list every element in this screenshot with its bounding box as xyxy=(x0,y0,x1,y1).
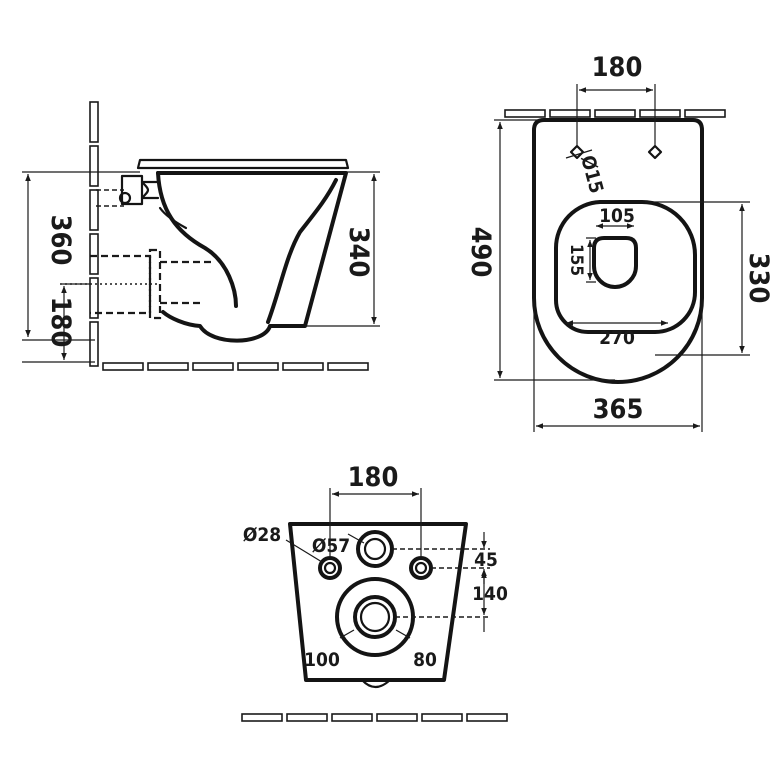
dim-fixing-centers: 180 xyxy=(592,52,643,83)
top-wall-section xyxy=(504,109,726,118)
dim-outlet-offset: 140 xyxy=(472,583,508,605)
bowl-plan-outline xyxy=(532,118,704,384)
inlet-fitting xyxy=(118,174,160,206)
dim-fixing-hole: Ø15 xyxy=(576,153,607,196)
dim-bowl-height: 340 xyxy=(343,227,374,278)
inlet-opening xyxy=(347,530,394,568)
dim-opening-length: 155 xyxy=(566,244,586,276)
wall-section xyxy=(89,101,99,367)
seat-lid xyxy=(136,158,350,170)
side-view: 360 180 340 xyxy=(22,101,380,371)
fixing-holes xyxy=(565,84,663,160)
dim-inlet: Ø57 xyxy=(312,535,350,557)
water-opening xyxy=(592,236,638,289)
dim-opening-width: 105 xyxy=(599,205,635,227)
bowl-outline xyxy=(156,171,348,343)
inner-rim xyxy=(553,200,697,334)
dim-bolt-centers: 180 xyxy=(348,462,399,493)
dim-bolt-hole: Ø28 xyxy=(243,524,281,546)
dim-width: 365 xyxy=(593,394,644,425)
outlet-pipe xyxy=(60,189,215,320)
dim-outlet-inner: 80 xyxy=(413,649,437,671)
dim-total-height: 360 xyxy=(45,215,76,266)
trapway xyxy=(156,171,338,324)
dim-inner-width: 270 xyxy=(599,327,635,349)
rear-view: 180 Ø28 Ø57 45 140 100 80 xyxy=(241,462,508,722)
outlet-opening xyxy=(335,577,415,657)
dim-bolt-offset: 45 xyxy=(474,549,498,571)
dim-outlet-outer: 100 xyxy=(304,649,340,671)
rear-floor-section xyxy=(241,713,508,722)
back-plate-outline xyxy=(288,522,468,682)
dim-rim-length: 330 xyxy=(743,253,774,304)
dim-outlet-height: 180 xyxy=(45,297,76,348)
top-view: 180 Ø15 490 105 155 330 270 365 xyxy=(465,52,774,432)
dim-length: 490 xyxy=(465,227,496,278)
floor-section xyxy=(102,362,369,371)
